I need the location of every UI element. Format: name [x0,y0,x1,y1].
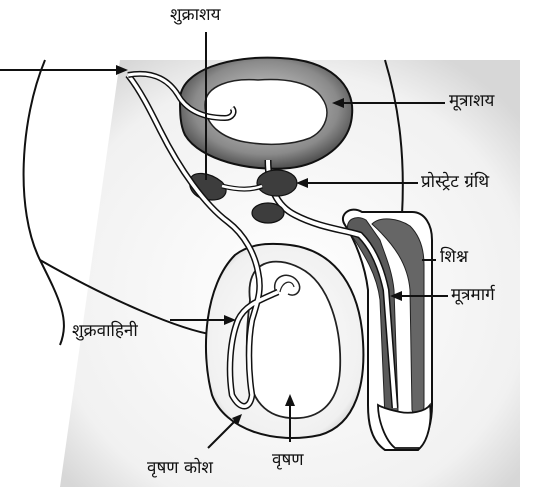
prostate-shape [257,170,297,196]
label-urethra: मूत्रमार्ग [451,287,495,304]
label-penis: शिश्न [440,249,468,266]
label-urinary-bladder: मूत्राशय [449,93,494,110]
label-seminal-vesicle: शुक्राशय [170,7,220,24]
label-prostate-gland: प्रोस्ट्रेट ग्रंथि [421,174,489,191]
label-vas-deferens: शुक्रवाहिनी [72,323,138,340]
buttock-outline [24,60,64,345]
label-scrotum: वृषण कोश [147,460,213,477]
bulbourethral-gland [252,203,284,223]
label-testis: वृषण [272,452,304,469]
bladder-cavity [205,80,327,145]
